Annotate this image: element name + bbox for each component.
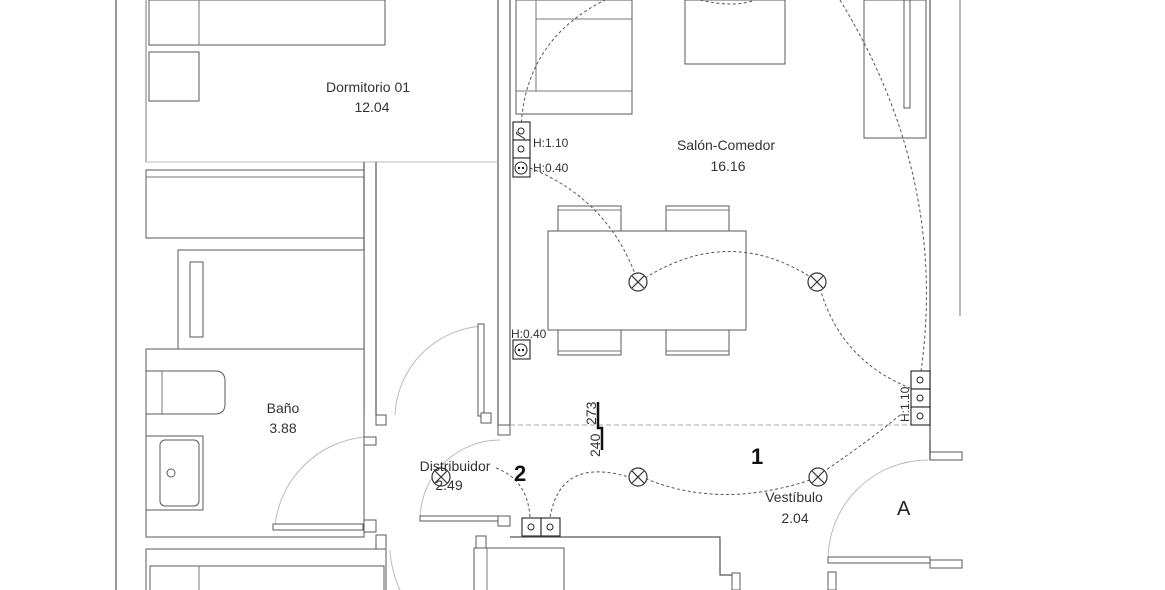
ceiling-light-icon bbox=[628, 272, 648, 292]
switch-icon: ʃ bbox=[512, 121, 531, 141]
door-jamb bbox=[731, 572, 741, 590]
switch-icon bbox=[910, 370, 931, 390]
lower-furniture bbox=[149, 565, 385, 590]
ceiling-height-upper: 273 bbox=[583, 401, 599, 425]
wiring bbox=[644, 251, 813, 279]
room-area-salon: 16.16 bbox=[710, 158, 745, 174]
room-area-vestibulo: 2.04 bbox=[781, 510, 808, 526]
door-jamb bbox=[363, 519, 377, 533]
door-jamb bbox=[375, 414, 387, 426]
door-jamb bbox=[929, 559, 963, 569]
shower-tray bbox=[177, 249, 365, 350]
ceiling-light-icon bbox=[808, 467, 828, 487]
door-jamb bbox=[497, 424, 511, 436]
door-jamb bbox=[375, 534, 387, 550]
door-entrance bbox=[827, 556, 931, 564]
wiring bbox=[699, 0, 756, 5]
door-jamb bbox=[363, 436, 377, 446]
switch-icon bbox=[512, 139, 531, 159]
nightstand bbox=[148, 51, 200, 102]
door-swing-distribuidor bbox=[419, 439, 501, 520]
room-name-salon: Salón-Comedor bbox=[677, 137, 775, 153]
height-label: H:1.10 bbox=[898, 386, 912, 422]
wiring bbox=[819, 287, 911, 389]
room-name-distribuidor: Distribuidor bbox=[420, 458, 491, 474]
wiring bbox=[643, 477, 811, 495]
wiring bbox=[839, 0, 927, 379]
bed bbox=[148, 0, 386, 46]
wiring bbox=[529, 167, 639, 283]
switch-icon bbox=[910, 406, 931, 426]
toilet bbox=[145, 370, 226, 415]
door-swing-bath bbox=[274, 436, 365, 526]
circuit-label-1: 1 bbox=[751, 444, 763, 469]
door-jamb bbox=[480, 412, 492, 424]
room-name-bano: Baño bbox=[267, 400, 300, 416]
switch-icon bbox=[521, 517, 542, 537]
ceiling-height-marker bbox=[596, 402, 604, 450]
room-area-dormitorio: 12.04 bbox=[354, 99, 389, 115]
room-name-vestibulo: Vestíbulo bbox=[765, 489, 823, 505]
room-name-dormitorio: Dormitorio 01 bbox=[326, 79, 410, 95]
sink bbox=[159, 439, 200, 507]
door-jamb bbox=[497, 515, 511, 527]
wiring bbox=[495, 467, 531, 519]
kitchen-unit bbox=[473, 547, 565, 590]
switch-icon bbox=[540, 517, 561, 537]
height-label: H:0.40 bbox=[533, 161, 569, 175]
tv-unit bbox=[863, 0, 927, 139]
entrance-label: A bbox=[897, 498, 911, 520]
svg-text:ʃ: ʃ bbox=[512, 130, 527, 141]
circuit-label-2: 2 bbox=[514, 461, 526, 486]
sink-drain bbox=[166, 468, 176, 478]
ceiling-light-icon bbox=[431, 467, 451, 487]
coffee-table bbox=[684, 0, 786, 65]
room-area-bano: 3.88 bbox=[269, 420, 296, 436]
door-jamb bbox=[827, 571, 837, 590]
door-swing-bedroom bbox=[394, 325, 485, 416]
ceiling-light-icon bbox=[807, 272, 827, 292]
tv bbox=[903, 0, 911, 109]
shower-drain bbox=[189, 261, 204, 338]
door-swing-lower bbox=[389, 549, 401, 590]
wiring bbox=[825, 414, 901, 471]
door-bath bbox=[272, 523, 364, 531]
height-label: H:0.40 bbox=[511, 327, 547, 341]
door-swing-entrance bbox=[827, 459, 929, 561]
door-bedroom bbox=[477, 323, 485, 417]
door-jamb bbox=[475, 535, 487, 549]
switch-icon bbox=[910, 388, 931, 408]
socket-icon bbox=[512, 339, 531, 360]
door-distribuidor bbox=[419, 515, 499, 522]
wiring bbox=[549, 471, 633, 519]
ceiling-height-lower: 240 bbox=[587, 433, 603, 457]
ceiling-light-icon bbox=[628, 467, 648, 487]
sofa bbox=[515, 0, 633, 115]
socket-icon bbox=[512, 157, 531, 178]
door-jamb bbox=[929, 451, 963, 461]
room-area-distribuidor: 2.49 bbox=[435, 477, 462, 493]
height-label: H:1.10 bbox=[533, 136, 569, 150]
kitchen-wall bbox=[510, 536, 738, 576]
wardrobe bbox=[145, 169, 365, 239]
